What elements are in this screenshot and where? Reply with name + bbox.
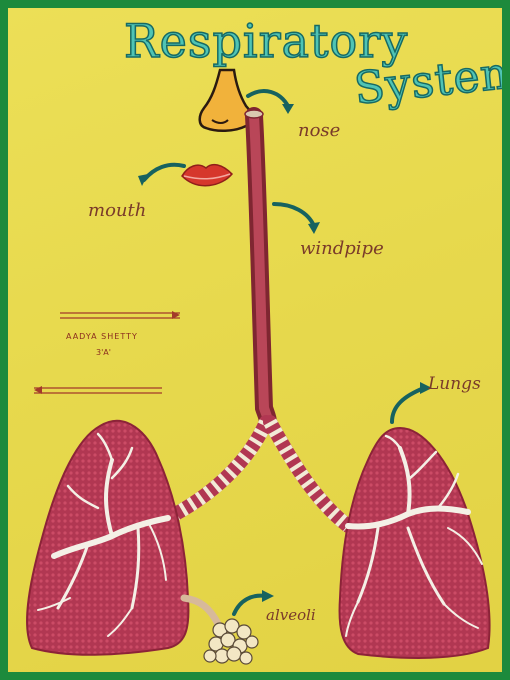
author-name: AADYA SHETTY [66,332,138,341]
label-mouth: mouth [88,200,146,221]
lips-drawing [182,165,232,186]
windpipe-tube [245,110,268,422]
alveoli-cluster [184,598,258,664]
poster-title-line1: Respiratory [124,14,408,68]
alveoli-arrow [234,596,266,614]
label-windpipe: windpipe [300,238,384,259]
windpipe-arrow [274,204,314,226]
bronchi [168,422,348,526]
label-alveoli: alveoli [266,606,316,624]
label-nose: nose [298,120,340,141]
mouth-arrow [144,165,184,180]
left-lung [27,421,188,655]
nose-drawing [200,70,252,131]
lungs-arrow [392,388,424,422]
nose-arrow [248,91,288,106]
author-class: 3'A' [96,348,111,357]
label-lungs: Lungs [428,374,481,394]
poster-board: Respiratory System nose mouth windpipe L… [8,8,502,672]
right-lung [340,428,490,658]
